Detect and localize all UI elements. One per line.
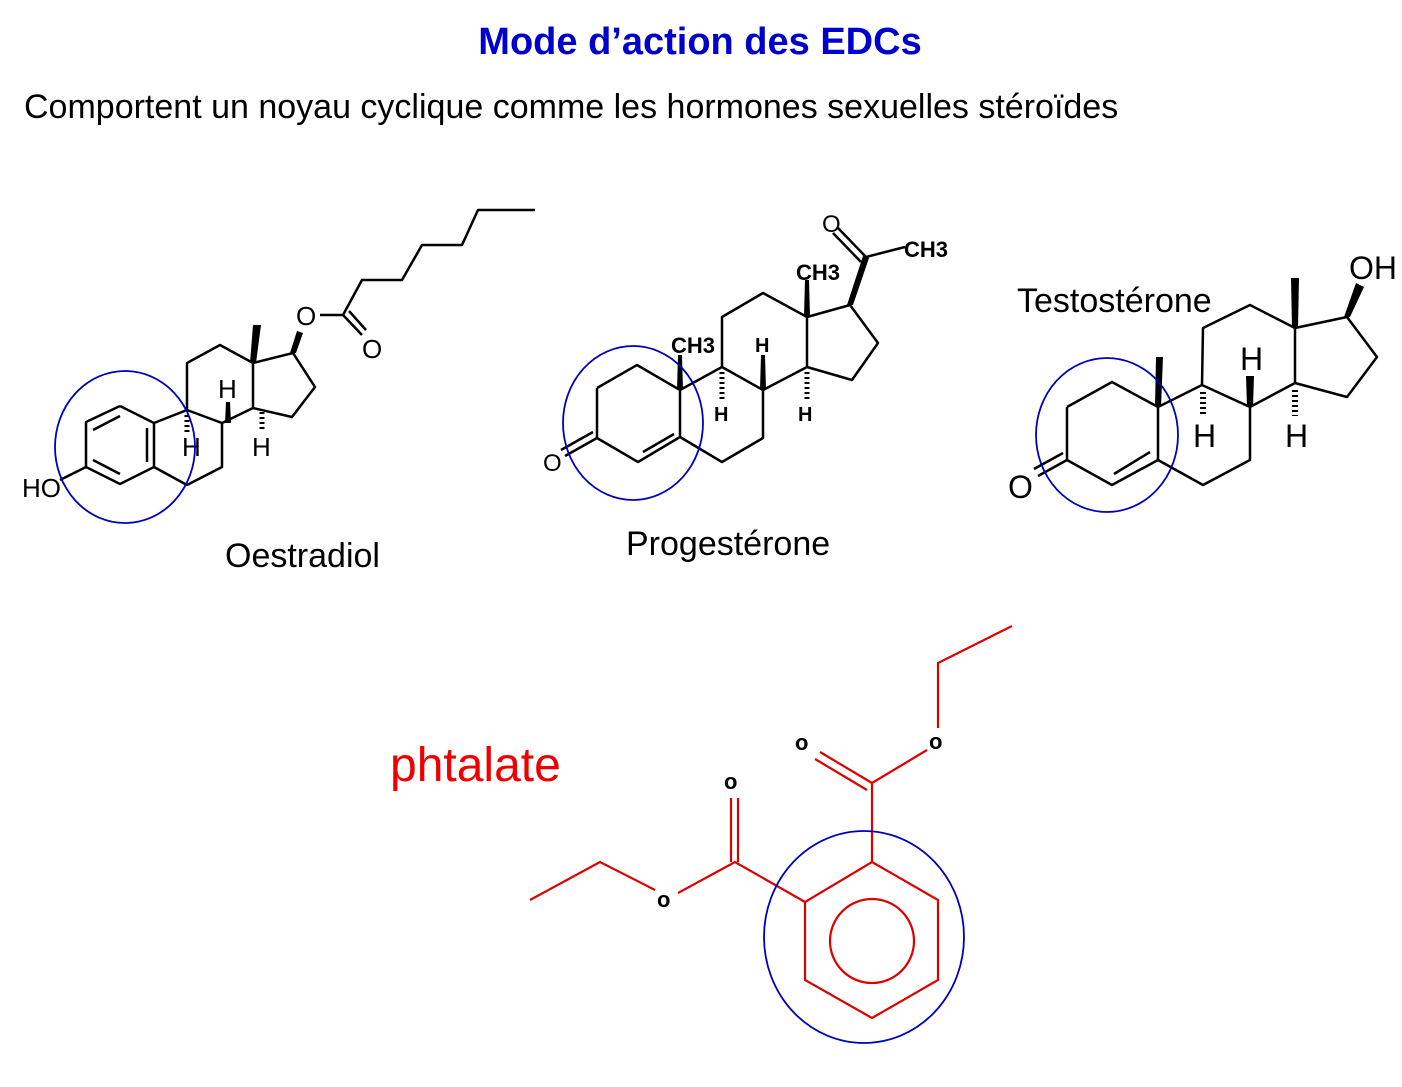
- atom-ch3: CH3: [796, 260, 840, 285]
- atom-o: o: [929, 729, 942, 754]
- slide-title: Mode d’action des EDCs: [478, 21, 921, 63]
- highlight-ring: [54, 370, 196, 524]
- atom-h: H: [714, 404, 728, 426]
- atom-ch3: CH3: [671, 333, 715, 358]
- highlight-ring: [763, 830, 965, 1044]
- atom-h: H: [1285, 418, 1308, 454]
- highlight-ring: [1035, 357, 1179, 513]
- atom-h: H: [1240, 341, 1263, 377]
- atom-h: H: [182, 432, 201, 462]
- testosterone-label: Testostérone: [1017, 282, 1212, 320]
- testosterone-structure: O OH H H H: [1008, 250, 1397, 513]
- atom-o: o: [795, 730, 808, 755]
- atom-o: O: [1008, 469, 1033, 505]
- atom-o: O: [362, 334, 382, 364]
- atom-h: H: [1193, 418, 1216, 454]
- atom-o: O: [822, 211, 841, 238]
- atom-ho: HO: [22, 473, 61, 503]
- slide-subtitle: Comportent un noyau cyclique comme les h…: [24, 88, 1118, 126]
- atom-h: H: [755, 335, 769, 357]
- phtalate-label: phtalate: [390, 739, 561, 792]
- atom-o: o: [724, 769, 737, 794]
- phtalate-structure: o o o o: [529, 625, 1013, 1044]
- atom-oh: OH: [1349, 250, 1397, 286]
- atom-h: H: [798, 404, 812, 426]
- oestradiol-label: Oestradiol: [225, 537, 380, 575]
- atom-h: H: [218, 374, 237, 404]
- highlight-ring: [562, 345, 704, 501]
- progesterone-label: Progestérone: [626, 525, 830, 563]
- atom-h: H: [252, 432, 271, 462]
- oestradiol-structure: HO O O H H H: [22, 208, 535, 524]
- atom-o: o: [657, 887, 670, 912]
- progesterone-structure: O O CH3 CH3 CH3 H H H: [543, 211, 948, 501]
- atom-o: O: [543, 450, 562, 477]
- atom-ch3: CH3: [904, 237, 948, 262]
- atom-o: O: [296, 301, 316, 331]
